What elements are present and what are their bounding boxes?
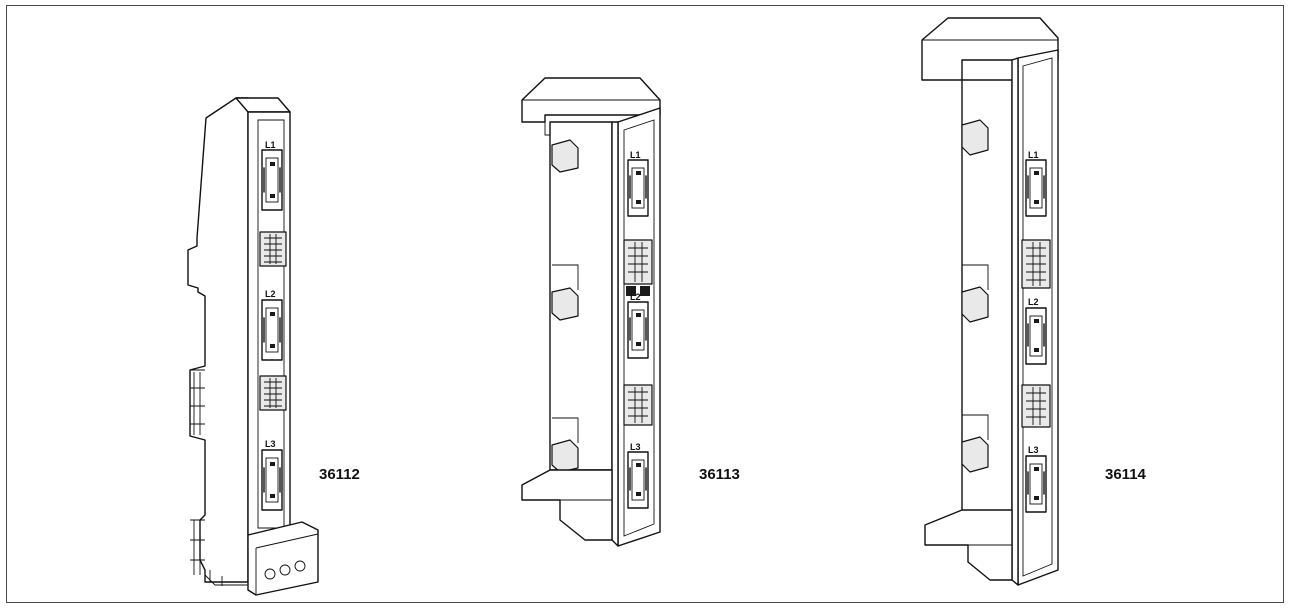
- product-36112-body-side: [187, 97, 249, 583]
- product-36112-connector-1: [259, 231, 287, 267]
- product-36112-fuse-slot-l3: [261, 449, 283, 511]
- product-36113-bottom-arm: [521, 469, 613, 541]
- product-36112-drawing: L1 L2 L3: [187, 97, 319, 596]
- product-36113-fuse-slot-l1: [627, 159, 649, 217]
- product-36113-mark-l3: L3: [630, 442, 641, 452]
- product-36114-connector-2: [1021, 384, 1051, 428]
- product-36113-drawing: L1 L2 L3: [521, 77, 661, 547]
- product-36114-connector-1: [1021, 239, 1051, 289]
- product-36114-fuse-slot-l2: [1025, 307, 1047, 365]
- product-36112-mark-l1: L1: [265, 140, 276, 150]
- product-36113-connector-1: [623, 239, 653, 296]
- product-36113-fuse-slot-l3: [627, 451, 649, 509]
- product-36113-fuse-slot-l2: [627, 301, 649, 359]
- product-36114-mark-l3: L3: [1028, 445, 1039, 455]
- product-36113-connector-2: [623, 384, 653, 426]
- product-36112-fuse-slot-l2: [261, 299, 283, 361]
- product-36112-mark-l2: L2: [265, 289, 276, 299]
- product-36114-fuse-slot-l1: [1025, 159, 1047, 217]
- product-36112-mark-l3: L3: [265, 439, 276, 449]
- product-36113-mark-l2: L2: [630, 292, 641, 302]
- product-36113-label: 36113: [699, 466, 740, 483]
- product-36112-terminal-block: [247, 521, 319, 596]
- product-36114-mark-l2: L2: [1028, 297, 1039, 307]
- product-36114-mark-l1: L1: [1028, 150, 1039, 160]
- product-36114-label: 36114: [1105, 466, 1147, 483]
- product-36112-fuse-slot-l1: [261, 149, 283, 211]
- product-36113-mark-l1: L1: [630, 150, 641, 160]
- product-36112-label: 36112: [319, 466, 360, 483]
- product-36114-drawing: L1 L2 L3: [921, 17, 1059, 586]
- product-36112-connector-2: [259, 375, 287, 411]
- product-36114-fuse-slot-l3: [1025, 455, 1047, 513]
